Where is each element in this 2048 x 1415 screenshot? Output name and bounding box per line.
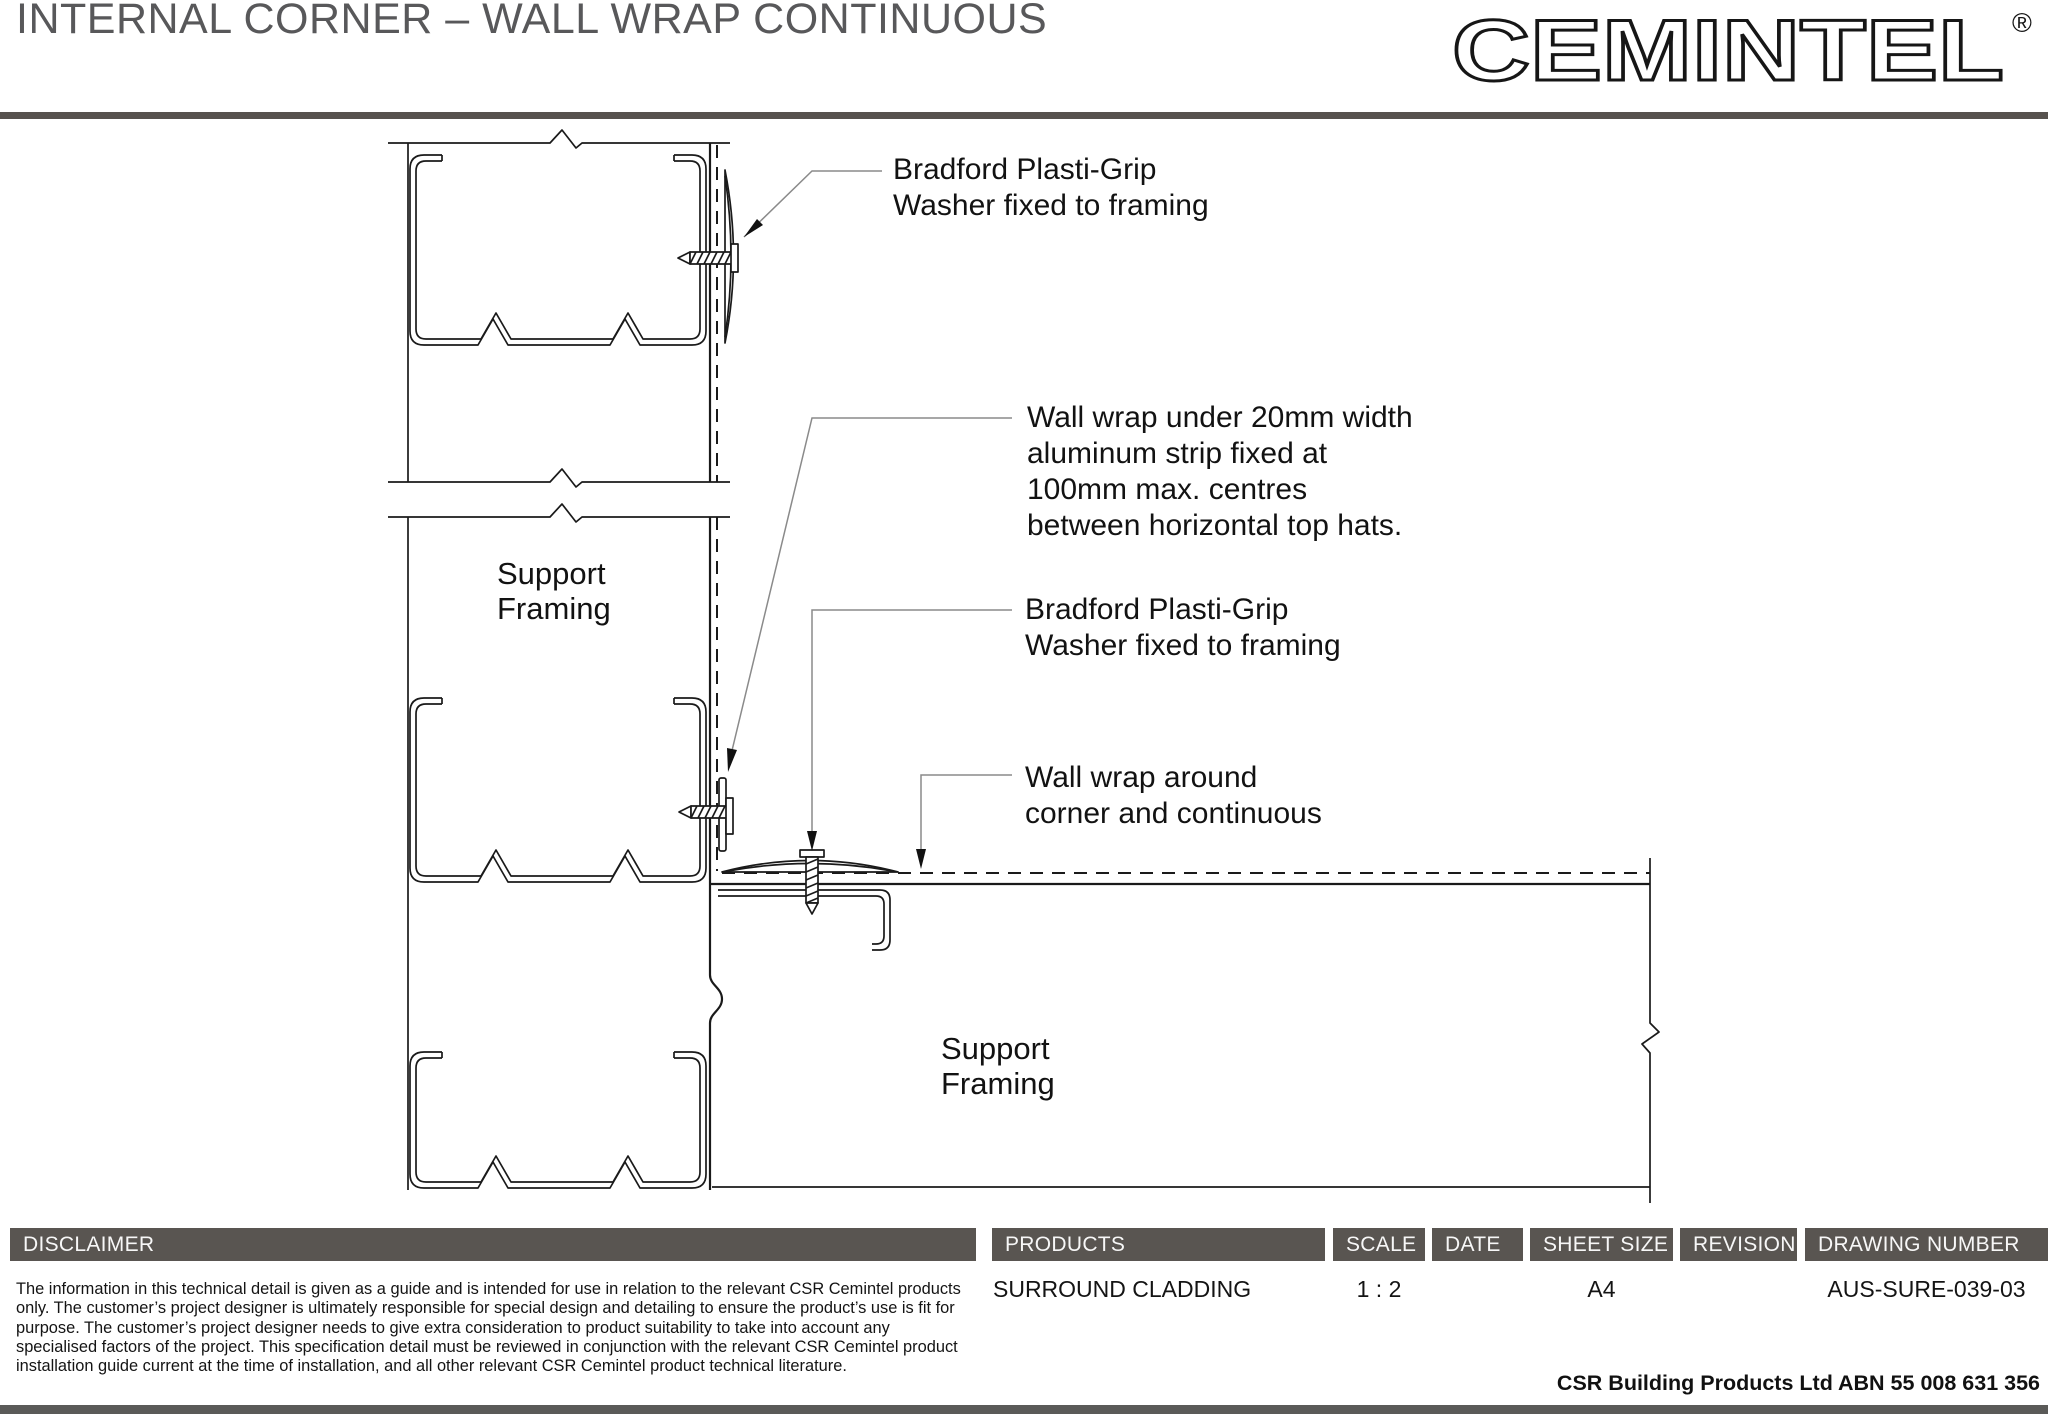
break-lines bbox=[388, 129, 730, 523]
company-abn-line: CSR Building Products Ltd ABN 55 008 631… bbox=[1556, 1371, 2040, 1395]
cemintel-logo-text: CEMINTEL bbox=[1452, 4, 2004, 98]
annotation-wall-wrap-strip: Wall wrap under 20mm width aluminum stri… bbox=[1027, 401, 1413, 542]
horizontal-framing bbox=[710, 858, 1660, 1203]
products-value: SURROUND CLADDING bbox=[993, 1276, 1252, 1302]
washer-screw-middle bbox=[678, 777, 734, 852]
leader-wall-wrap-corner bbox=[920, 774, 1012, 861]
vertical-wall-lines bbox=[407, 143, 724, 1190]
label-support-framing-left: Support Framing bbox=[497, 556, 611, 626]
annotation-washer-mid: Bradford Plasti-Grip Washer fixed to fra… bbox=[1025, 593, 1341, 662]
scale-header: SCALE bbox=[1333, 1228, 1425, 1261]
sheet-size-value: A4 bbox=[1587, 1276, 1616, 1302]
annotation-washer-top: Bradford Plasti-Grip Washer fixed to fra… bbox=[893, 153, 1209, 222]
leader-lines bbox=[728, 170, 1012, 861]
page-title: INTERNAL CORNER – WALL WRAP CONTINUOUS bbox=[16, 0, 1048, 43]
cemintel-logo: CEMINTEL ® bbox=[1452, 4, 2032, 98]
products-header: PRODUCTS bbox=[992, 1228, 1325, 1261]
stud-section-top bbox=[409, 154, 707, 346]
leader-washer-mid bbox=[811, 609, 1012, 843]
drawing-number-value: AUS-SURE-039-03 bbox=[1827, 1276, 2026, 1302]
aluminum-strip-screw bbox=[721, 849, 899, 915]
leader-wall-wrap-strip bbox=[728, 417, 1012, 764]
disclaimer-text: The information in this technical detail… bbox=[16, 1280, 961, 1376]
annotation-wall-wrap-corner: Wall wrap around corner and continuous bbox=[1025, 761, 1322, 830]
date-header: DATE bbox=[1432, 1228, 1523, 1261]
revision-header: REVISION bbox=[1680, 1228, 1797, 1261]
stud-section-middle bbox=[409, 697, 707, 883]
bottom-divider bbox=[0, 1405, 2048, 1414]
title-divider bbox=[0, 112, 2048, 119]
sheet-size-header: SHEET SIZE bbox=[1530, 1228, 1673, 1261]
registered-trademark-icon: ® bbox=[2012, 8, 2032, 38]
washer-screw-top bbox=[677, 169, 739, 344]
leader-arrowheads bbox=[727, 219, 926, 869]
label-support-framing-bottom: Support Framing bbox=[941, 1031, 1055, 1101]
drawing-number-header: DRAWING NUMBER bbox=[1805, 1228, 2048, 1261]
stud-section-bottom bbox=[409, 1051, 707, 1189]
scale-value: 1 : 2 bbox=[1356, 1276, 1402, 1302]
disclaimer-header: DISCLAIMER bbox=[10, 1228, 976, 1261]
leader-washer-top bbox=[743, 170, 882, 238]
